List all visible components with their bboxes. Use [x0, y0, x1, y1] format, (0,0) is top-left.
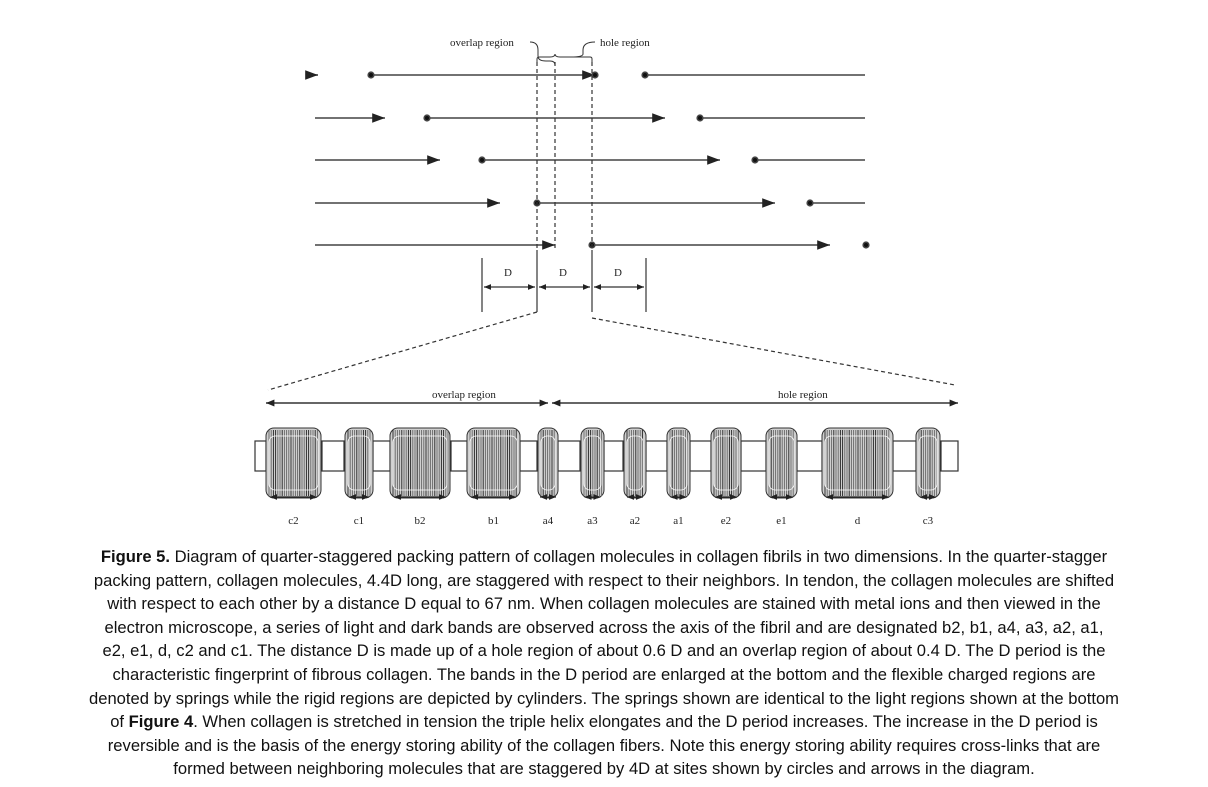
collagen-molecule [806, 199, 865, 207]
collagen-molecule [533, 198, 775, 208]
band-label: c1 [354, 515, 364, 527]
band-label: c3 [923, 515, 934, 527]
rigid-cylinder [603, 440, 624, 472]
top-overlap-label: overlap region [450, 37, 514, 49]
caption-line: electron microscope, a series of light a… [104, 617, 1104, 637]
rigid-cylinder [557, 440, 581, 472]
band-label: b1 [488, 515, 499, 527]
figure-4-link[interactable]: Figure 4 [128, 712, 194, 732]
crosslink-dot [591, 71, 599, 79]
caption-line: denoted by springs while the rigid regio… [88, 688, 1120, 708]
spring-band-d [821, 427, 894, 499]
band-label: a3 [587, 515, 598, 527]
crosslink-dot [641, 71, 649, 79]
figure-caption: Figure 5. Diagram of quarter-staggered p… [20, 545, 1188, 781]
caption-line: formed between neighboring molecules tha… [173, 759, 1035, 779]
collagen-molecule [862, 241, 870, 249]
top-region-braces [529, 41, 596, 66]
period-label-1: D [504, 267, 512, 279]
crosslink-dot [806, 199, 814, 207]
collagen-molecule [751, 156, 865, 164]
spring-band-b2 [389, 427, 451, 499]
collagen-molecule [478, 155, 720, 165]
crosslink-dot [696, 114, 704, 122]
band-label: a4 [543, 515, 554, 527]
spring-band-e1 [765, 427, 798, 499]
crosslink-dot [367, 71, 375, 79]
crosslink-dot [423, 114, 431, 122]
collagen-molecule [423, 113, 665, 123]
crosslink-dot [862, 241, 870, 249]
rigid-cylinder [740, 440, 767, 472]
rigid-cylinder [519, 440, 538, 472]
caption-line: Figure 5. Diagram of quarter-staggered p… [100, 547, 1108, 566]
spring-band-b1 [466, 427, 521, 499]
band-label: d [855, 515, 861, 527]
bottom-overlap-label: overlap region [432, 389, 496, 401]
rigid-cylinder [796, 440, 823, 472]
band-row: c2 c1 b2 b1 a4 a3 a2 a1 e2 e1 d c3 [254, 427, 959, 527]
caption-line: reversible and is the basis of the energ… [107, 735, 1101, 755]
region-dashed-guides [267, 62, 956, 391]
figure-label: Figure 5. [100, 547, 170, 566]
caption-line: characteristic fingerprint of fibrous co… [112, 664, 1096, 684]
period-label-3: D [614, 267, 622, 279]
band-label: a2 [630, 515, 640, 527]
collagen-molecule [641, 71, 865, 79]
rigid-cylinder [940, 440, 959, 472]
caption-line: e2, e1, d, c2 and c1. The distance D is … [102, 641, 1106, 661]
band-label: e2 [721, 515, 731, 527]
top-hole-label: hole region [600, 37, 650, 49]
spring-band-c1 [344, 427, 374, 499]
caption-line: of Figure 4. When collagen is stretched … [110, 712, 1098, 732]
band-label: c2 [288, 515, 298, 527]
spring-band-a2 [623, 427, 647, 499]
rigid-cylinder [372, 440, 391, 472]
crosslink-dot [478, 156, 486, 164]
crosslink-dot [751, 156, 759, 164]
band-label: b2 [415, 515, 426, 527]
caption-line: with respect to each other by a distance… [107, 594, 1101, 614]
band-label: a1 [673, 515, 683, 527]
collagen-packing-diagram: overlap region hole region D D D overlap… [254, 37, 959, 527]
spring-band-a4 [537, 427, 559, 499]
rigid-cylinder [321, 440, 345, 472]
period-label-2: D [559, 267, 567, 279]
bottom-hole-label: hole region [778, 389, 828, 401]
caption-line: packing pattern, collagen molecules, 4.4… [93, 570, 1115, 590]
band-label: e1 [776, 515, 786, 527]
rigid-cylinder [689, 440, 712, 472]
spring-band-a1 [666, 427, 691, 499]
spring-band-c3 [915, 427, 941, 499]
rigid-cylinder [254, 440, 267, 472]
rigid-cylinder [450, 440, 468, 472]
period-markers [481, 250, 647, 312]
molecule-rows [305, 70, 870, 250]
collagen-molecule [588, 240, 830, 250]
spring-band-c2 [265, 427, 322, 499]
spring-band-a3 [580, 427, 605, 499]
rigid-cylinder [645, 440, 668, 472]
rigid-cylinder [892, 440, 917, 472]
collagen-molecule [367, 70, 595, 80]
collagen-molecule [696, 114, 865, 122]
spring-band-e2 [710, 427, 742, 499]
